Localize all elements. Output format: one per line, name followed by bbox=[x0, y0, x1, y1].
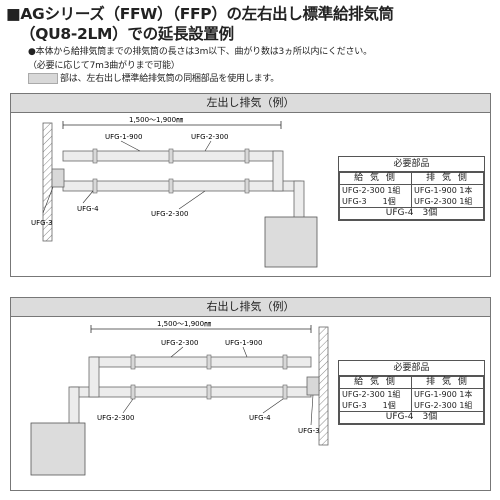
right-label-ufg-4: UFG-4 bbox=[249, 414, 271, 422]
pipe-upper-joint bbox=[168, 148, 174, 164]
pipe-upper bbox=[90, 356, 312, 368]
pipe-lower-joint bbox=[92, 178, 98, 194]
pipe-lower bbox=[70, 386, 312, 398]
pipe-lower-joint bbox=[168, 178, 174, 194]
right-exhaust-panel: 右出し排気（例） 1,500～1,900㎜ UFG-2-300 UFG-1-90… bbox=[10, 297, 491, 491]
wall-terminal bbox=[51, 168, 65, 188]
left-label-ufg-1-900: UFG-1-900 bbox=[105, 133, 142, 141]
right-diagram: 1,500～1,900㎜ UFG-2-300 UFG-1-900 UFG-2-3… bbox=[30, 320, 329, 476]
right-supply-header: 給 気 側 bbox=[339, 376, 412, 389]
pipe-lower-joint bbox=[206, 384, 212, 400]
right-label-ufg-2-300-top: UFG-2-300 bbox=[161, 339, 198, 347]
included-parts-swatch bbox=[28, 73, 58, 84]
right-parts-title: 必要部品 bbox=[339, 361, 484, 376]
right-label-ufg-2-300-bottom: UFG-2-300 bbox=[97, 414, 134, 422]
left-label-ufg-2-300-top: UFG-2-300 bbox=[191, 133, 228, 141]
water-heater bbox=[30, 422, 86, 476]
water-heater bbox=[264, 216, 318, 268]
wall bbox=[318, 326, 329, 446]
left-supply-header: 給 気 側 bbox=[339, 172, 412, 185]
page-subtitle: （QU8-2LM）での延長設置例 bbox=[20, 25, 234, 43]
page-title: ■AGシリーズ（FFW）（FFP）の左右出し標準給排気筒 bbox=[6, 5, 394, 23]
left-diagram: 1,500～1,900㎜ UFG-1-900 UFG-2-300 UFG-2-3… bbox=[31, 116, 318, 268]
note-included-text: 部は、左右出し標準給排気筒の同梱部品を使用します。 bbox=[60, 74, 280, 84]
pipe-vertical bbox=[88, 356, 100, 398]
left-label-ufg-4: UFG-4 bbox=[77, 205, 99, 213]
pipe-upper-joint bbox=[282, 354, 288, 370]
pipe-lower-joint bbox=[130, 384, 136, 400]
pipe-vertical bbox=[293, 180, 305, 222]
left-label-ufg-2-300-bottom: UFG-2-300 bbox=[151, 210, 188, 218]
pipe-upper-joint bbox=[130, 354, 136, 370]
right-label-ufg-3: UFG-3 bbox=[298, 427, 320, 435]
left-parts-total: UFG-4 3個 bbox=[339, 207, 484, 220]
pipe-upper-joint bbox=[92, 148, 98, 164]
right-parts-total: UFG-4 3個 bbox=[339, 411, 484, 424]
right-label-ufg-1-900: UFG-1-900 bbox=[225, 339, 262, 347]
wall-terminal bbox=[306, 376, 320, 396]
left-parts-title: 必要部品 bbox=[339, 157, 484, 172]
note-length: ●本体から給排気筒までの排気筒の長さは3m以下、曲がり数は3ヵ所以内にください。 bbox=[28, 47, 372, 57]
pipe-vertical bbox=[68, 386, 80, 428]
pipe-lower-joint bbox=[244, 178, 250, 194]
pipe-vertical bbox=[272, 150, 284, 192]
left-panel-heading: 左出し排気（例） bbox=[11, 94, 490, 113]
left-exhaust-header: 排 気 側 bbox=[411, 172, 484, 185]
pipe-lower-joint bbox=[282, 384, 288, 400]
pipe-upper-joint bbox=[244, 148, 250, 164]
note-included-parts: 部は、左右出し標準給排気筒の同梱部品を使用します。 bbox=[28, 73, 279, 85]
left-label-ufg-3: UFG-3 bbox=[31, 219, 53, 227]
right-dimension-label: 1,500～1,900㎜ bbox=[157, 320, 211, 328]
right-exhaust-header: 排 気 側 bbox=[411, 376, 484, 389]
pipe-upper-joint bbox=[206, 354, 212, 370]
left-exhaust-panel: 左出し排気（例） 1,500～1,900㎜ UFG-1-900 UFG-2-30… bbox=[10, 93, 491, 277]
pipe-lower bbox=[62, 180, 302, 192]
right-panel-heading: 右出し排気（例） bbox=[11, 298, 490, 317]
note-extension: （必要に応じて7m3曲がりまで可能） bbox=[28, 61, 180, 71]
left-dimension-label: 1,500～1,900㎜ bbox=[129, 116, 183, 124]
